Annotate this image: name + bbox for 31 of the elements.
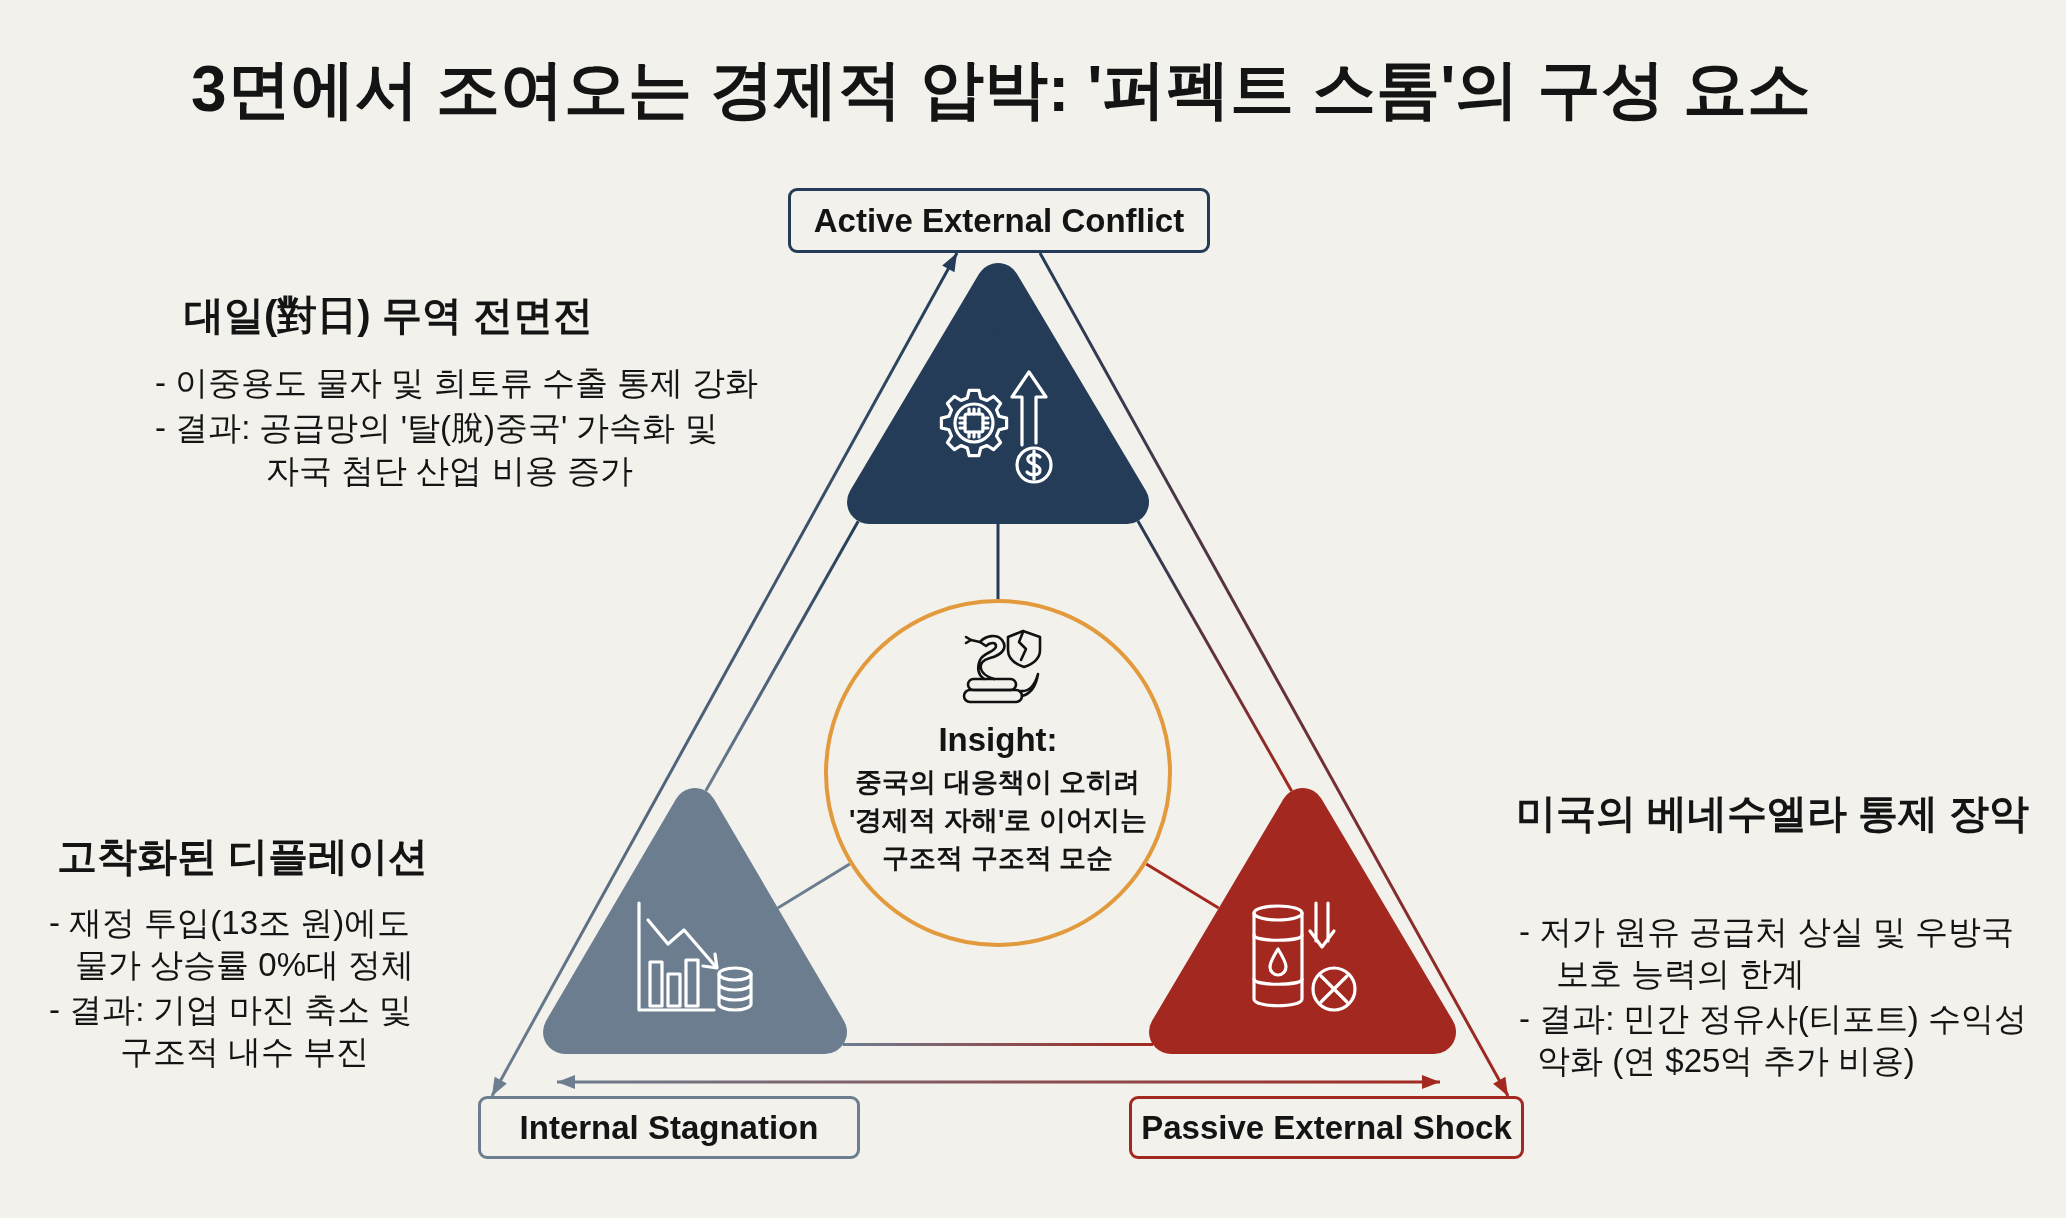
bullet-point: - 재정 투입(13조 원)에도 물가 상승률 0%대 정체 bbox=[49, 903, 416, 985]
rounded-triangle bbox=[847, 263, 1149, 524]
rounded-triangle bbox=[543, 788, 847, 1054]
bullet-point: - 결과: 기업 마진 축소 및 구조적 내수 부진 bbox=[49, 990, 413, 1072]
category-label: Passive External Shock bbox=[1141, 1107, 1512, 1148]
arrow bbox=[1038, 252, 1510, 1097]
title: 3면에서 조여오는 경제적 압박: '퍼펙트 스톰'의 구성 요소 bbox=[191, 52, 1811, 127]
insight-circle bbox=[824, 599, 1172, 947]
double-headed-arrow bbox=[557, 1075, 1440, 1089]
connector-line bbox=[996, 524, 1000, 599]
label-box bbox=[1129, 1096, 1524, 1159]
double-headed-arrow bbox=[490, 252, 959, 1097]
connector-line bbox=[1145, 862, 1220, 910]
section-heading: 대일(對日) 무역 전면전 bbox=[184, 292, 593, 339]
bullet-point: - 이중용도 물자 및 희토류 수출 통제 강화 bbox=[155, 363, 759, 403]
section-heading: 고착화된 디플레이션 bbox=[57, 833, 429, 880]
rounded-triangle bbox=[1149, 788, 1456, 1054]
insight-heading: Insight: bbox=[937, 720, 1059, 760]
bullet-point: - 저가 원유 공급처 상실 및 우방국 보호 능력의 한계 bbox=[1519, 912, 2015, 994]
connector-line bbox=[777, 862, 851, 910]
section-heading: 미국의 베네수엘라 통제 장악 bbox=[1516, 790, 2030, 837]
insight-text: 중국의 대응책이 오히려 '경제적 자해'로 이어지는 구조적 구조적 모순 bbox=[848, 766, 1148, 875]
label-box bbox=[478, 1096, 860, 1159]
connector-line bbox=[1136, 520, 1293, 792]
category-label: Internal Stagnation bbox=[519, 1107, 819, 1148]
category-label: Active External Conflict bbox=[813, 200, 1185, 241]
connector-line bbox=[843, 1043, 1153, 1047]
bullet-point: - 결과: 민간 정유사(티포트) 수익성 악화 (연 $25억 추가 비용) bbox=[1519, 999, 2028, 1081]
connector-line bbox=[704, 520, 860, 792]
bullet-point: - 결과: 공급망의 '탈(脫)중국' 가속화 및 자국 첨단 산업 비용 증가 bbox=[155, 408, 719, 491]
label-box bbox=[788, 188, 1210, 253]
